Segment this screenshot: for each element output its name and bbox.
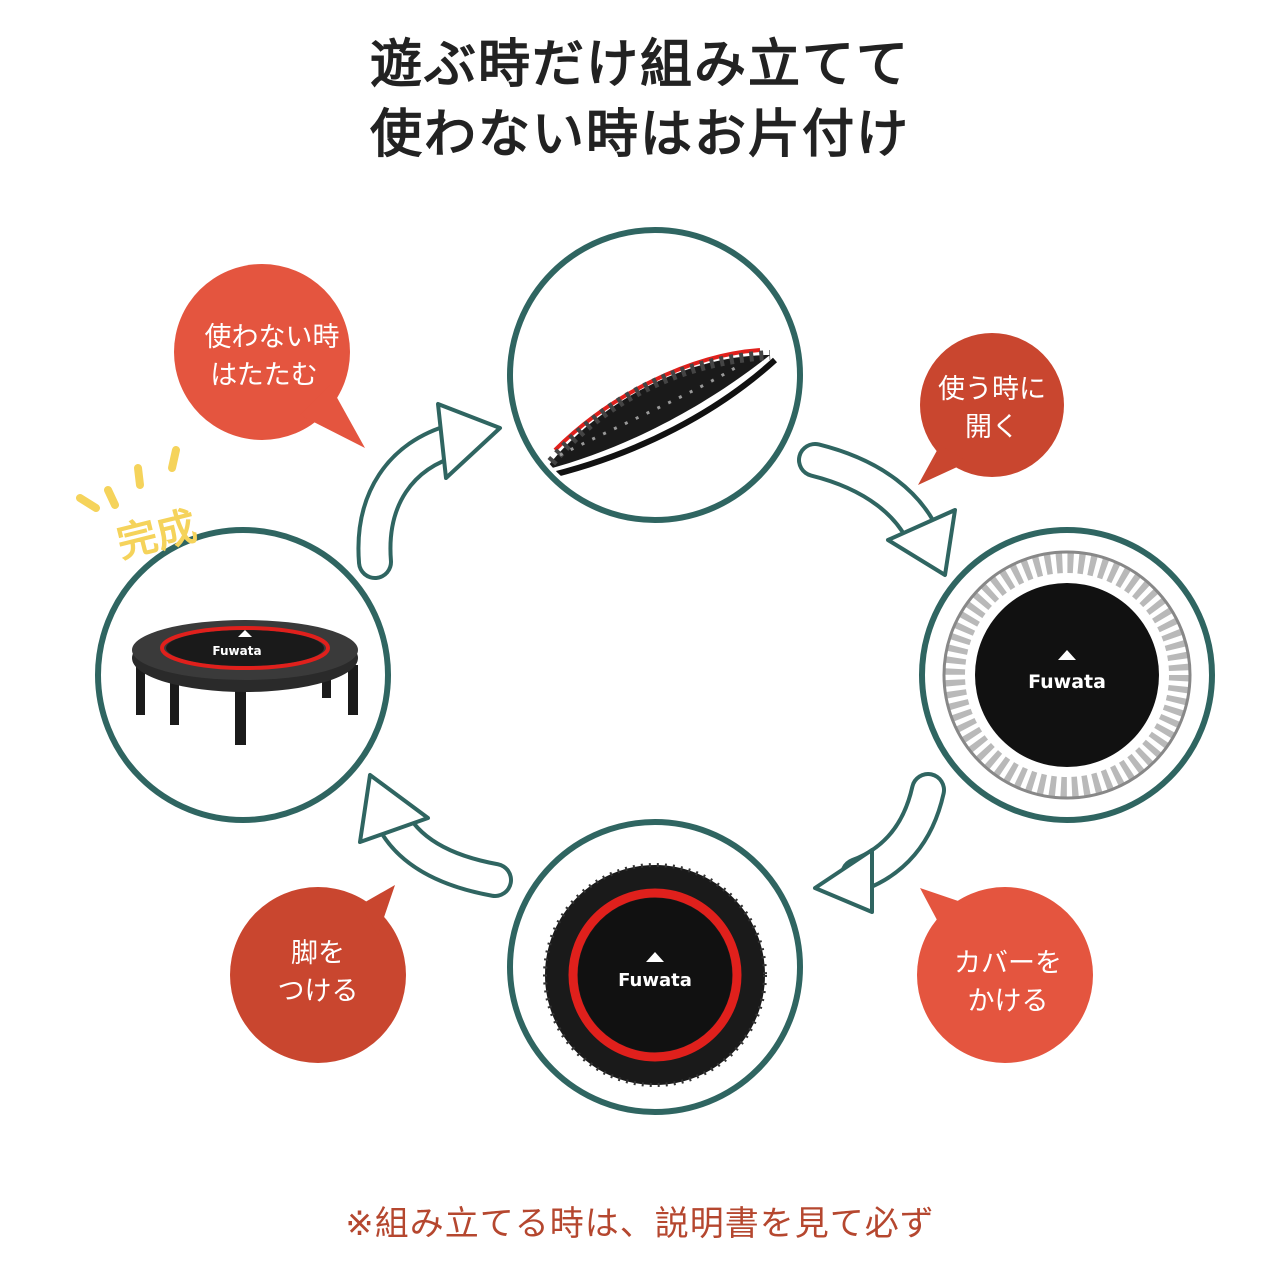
arrow-left-to-top-icon [356,402,502,580]
bubble-fold-line-1: 使わない時 [205,322,340,353]
bubble-cover-line-2: かける [968,986,1049,1017]
folded-trampoline-icon [539,348,778,481]
bubble-open-line-2: 開く [965,412,1019,443]
step-assembled-circle: Fuwata [95,527,391,823]
step-folded-circle [507,227,803,523]
bubble-legs-line-1: 脚を [291,938,345,969]
footnote-note: ※組み立てる時は、説明書を見て必ず [345,1204,935,1244]
step-open-circle: Fuwata [919,527,1215,823]
page-title: 遊ぶ時だけ組み立てて 使わない時はお片付け [0,30,1280,170]
open-frame-trampoline-icon: Fuwata [942,550,1192,800]
title-line-1: 遊ぶ時だけ組み立てて [369,35,910,95]
arrow-right-to-bottom-icon [813,772,946,914]
bubble-legs-line-2: つける [278,976,359,1007]
bubble-cover-line-1: カバーを [954,948,1062,979]
assembled-trampoline-icon: Fuwata [132,620,358,745]
brand-logo-bottom: Fuwata [618,970,692,991]
arrow-bottom-to-left-icon [358,773,513,898]
bubble-cover: カバーを かける [917,887,1093,1063]
brand-logo-right: Fuwata [1028,671,1106,693]
brand-logo-left: Fuwata [212,644,261,658]
bubble-fold: 使わない時 はたたむ [174,264,365,448]
sparkle-icon [76,446,180,512]
step-covered-circle: Fuwata [507,819,803,1115]
bubble-open: 使う時に 開く [918,333,1064,485]
completion-badge: 完成 [76,446,201,567]
covered-trampoline-icon: Fuwata [543,863,767,1087]
title-line-2: 使わない時はお片付け [369,105,910,165]
bubble-open-line-1: 使う時に [938,374,1046,405]
arrow-top-to-right-icon [797,442,957,577]
bubble-legs: 脚を つける [230,885,406,1063]
bubble-fold-line-2: はたたむ [210,360,317,391]
